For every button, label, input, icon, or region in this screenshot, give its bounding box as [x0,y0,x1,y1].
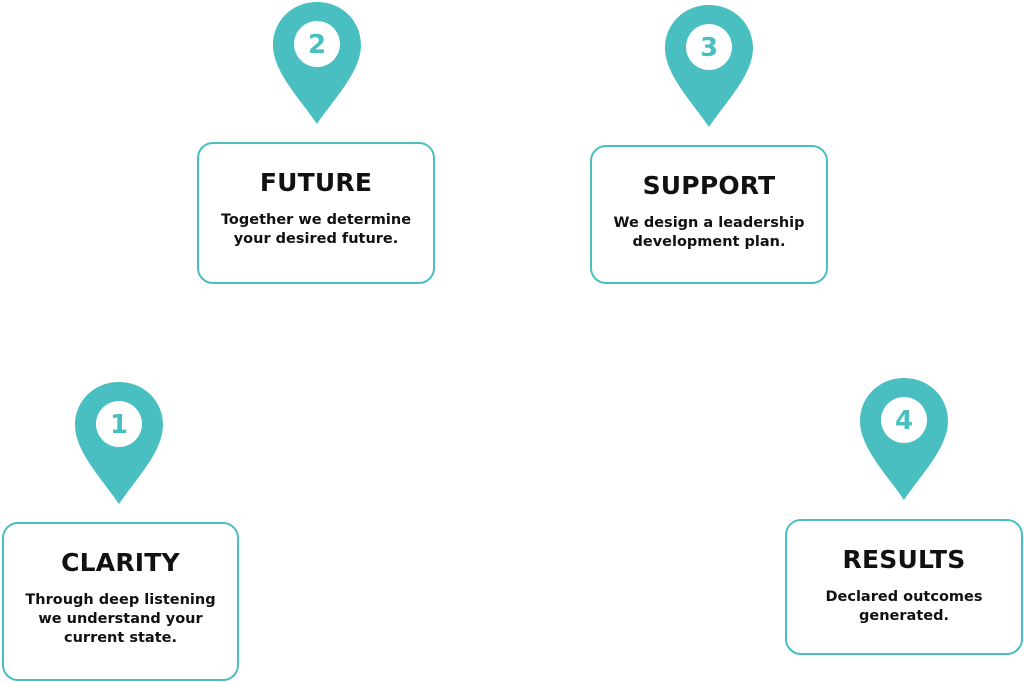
step-4-card: RESULTS Declared outcomes generated. [785,519,1023,655]
step-1-map-pin-icon: 1 [73,380,165,506]
step-3-map-pin-icon: 3 [663,3,755,129]
step-4-description: Declared outcomes generated. [825,589,983,624]
step-2-map-pin-icon: 2 [271,0,363,126]
step-1-card: CLARITY Through deep listening we unders… [2,522,239,681]
step-1-number: 1 [110,410,128,440]
step-2-title: FUTURE [259,168,373,197]
step-3-card: SUPPORT We design a leadership developme… [590,145,828,284]
step-4-map-pin-icon: 4 [858,376,950,502]
step-3-description: We design a leadership development plan. [613,215,805,250]
step-3-number: 3 [700,33,718,63]
step-4-number: 4 [895,406,913,436]
step-1-title: CLARITY [61,548,180,577]
step-2-number: 2 [308,30,326,60]
step-3-title: SUPPORT [642,171,776,200]
step-1-description: Through deep listening we understand you… [25,592,216,646]
step-4-title: RESULTS [842,545,966,574]
step-2-card: FUTURE Together we determine your desire… [197,142,435,284]
step-2-description: Together we determine your desired futur… [220,212,412,247]
